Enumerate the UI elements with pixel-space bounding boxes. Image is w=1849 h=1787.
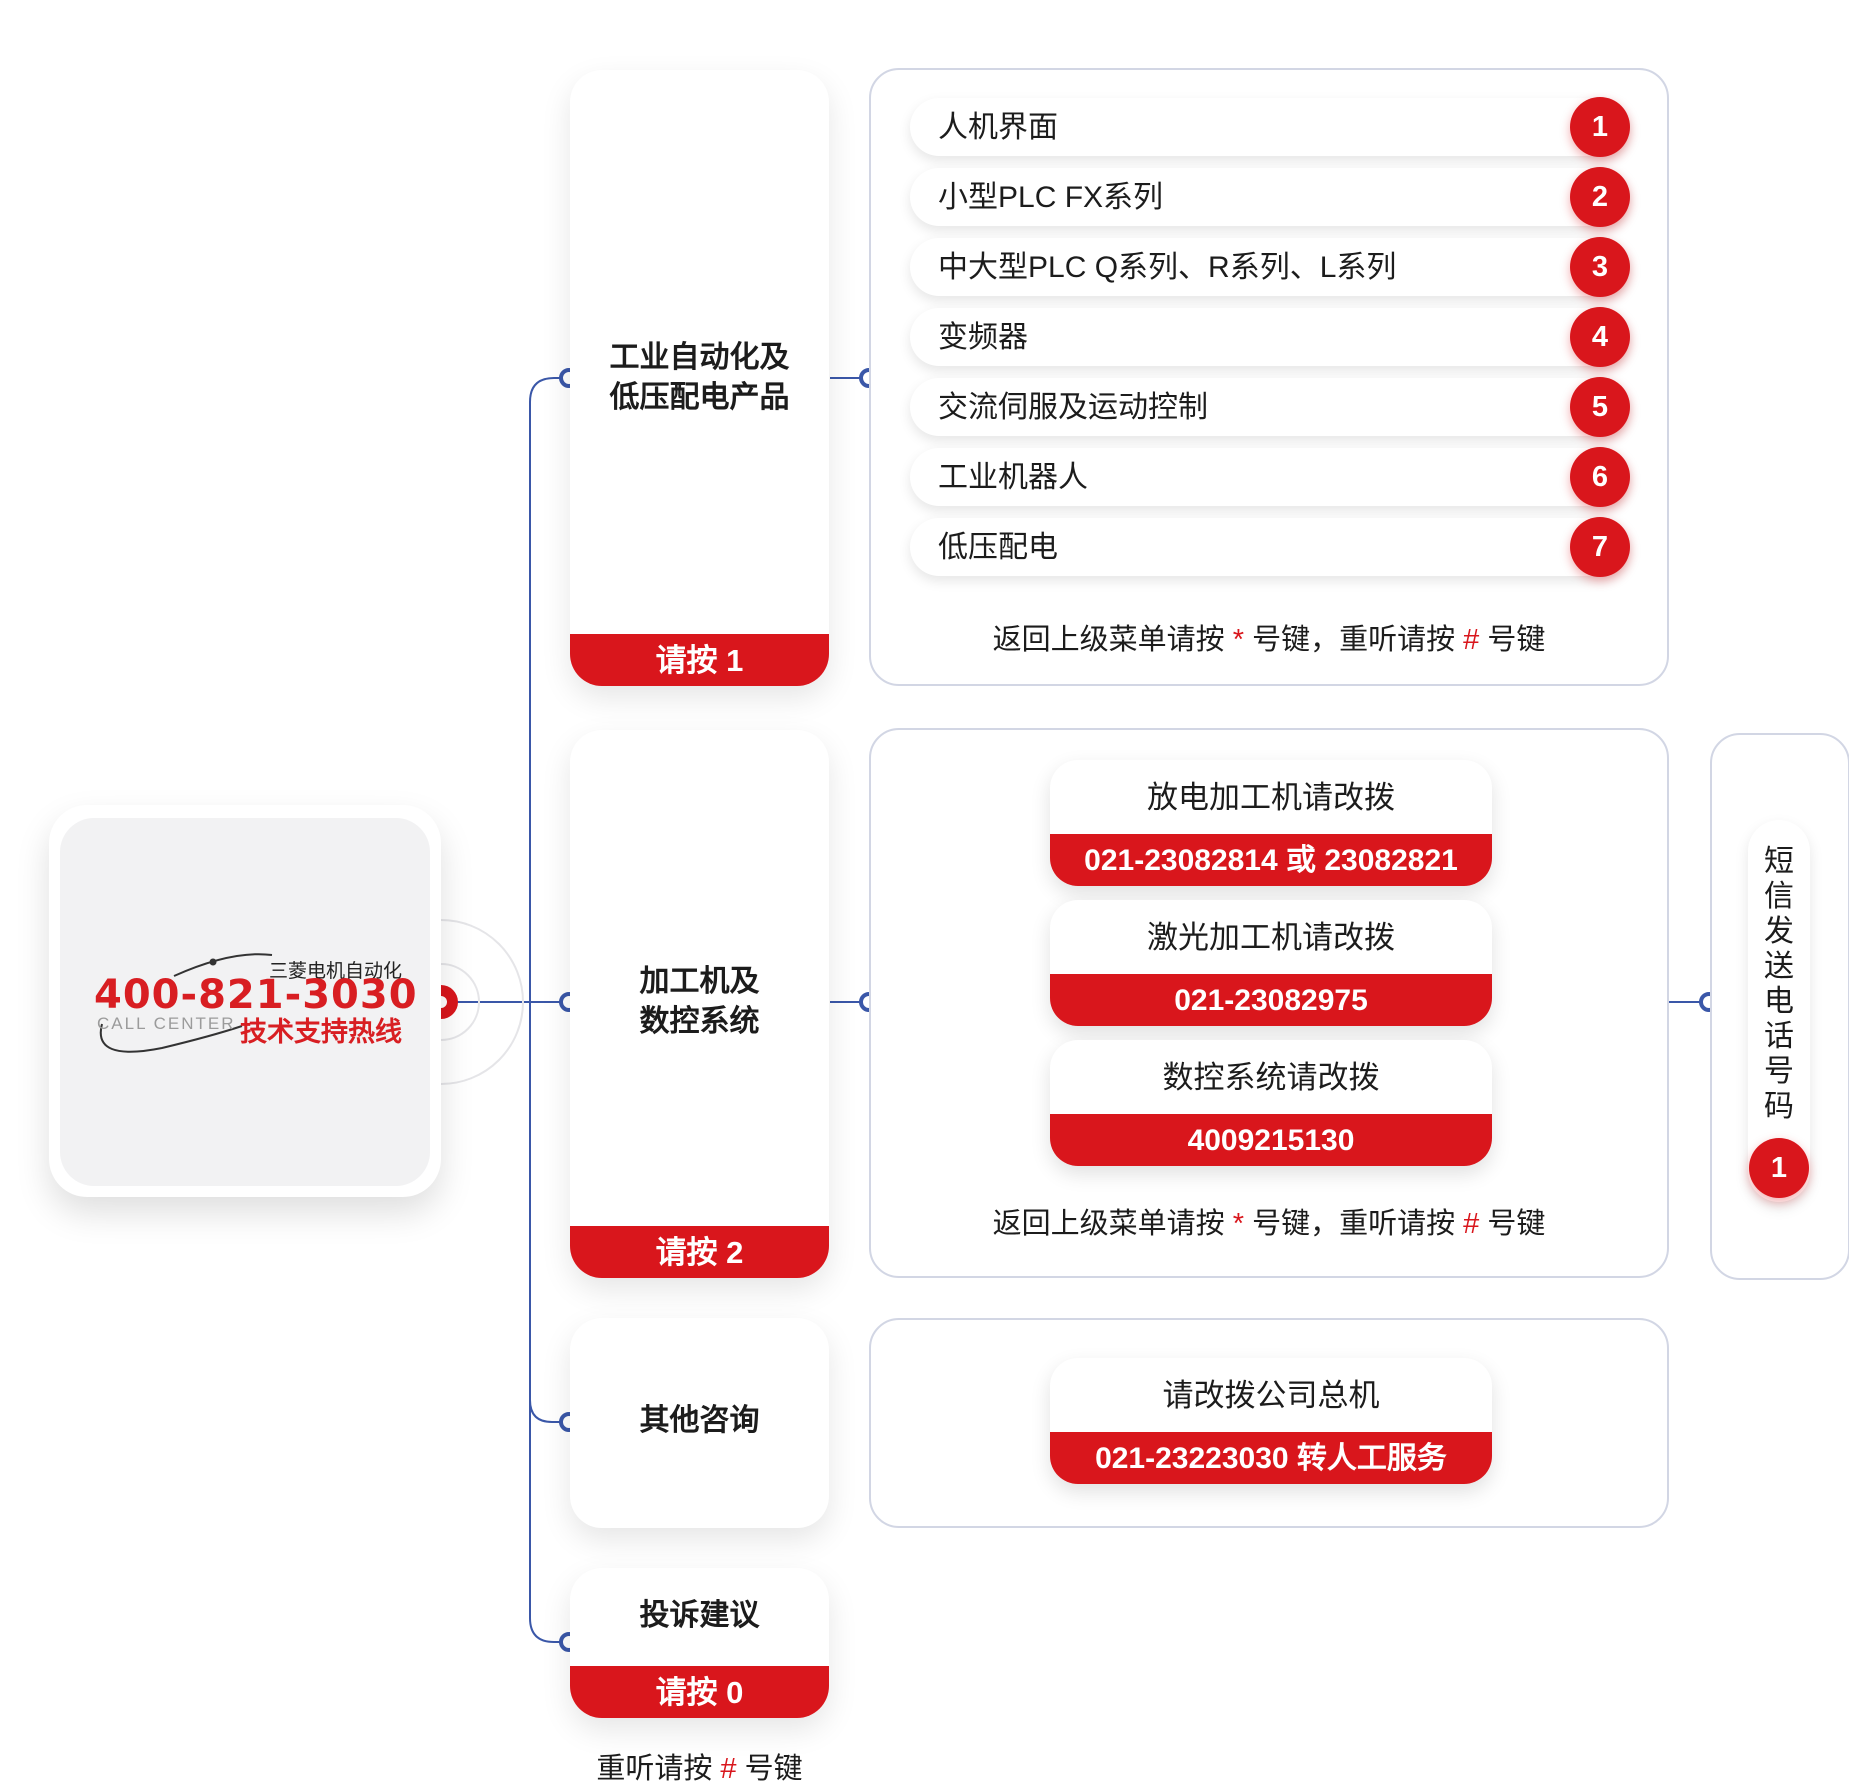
menu-item-low-voltage[interactable]: 低压配电 7 xyxy=(910,517,1630,577)
menu-item-number: 5 xyxy=(1570,377,1630,437)
menu-item-number: 2 xyxy=(1570,167,1630,227)
redial-number: 4009215130 xyxy=(1050,1114,1492,1166)
logo-call-center: CALL CENTER xyxy=(97,1014,236,1033)
category-key: 请按 1 xyxy=(570,634,829,686)
menu-item-fx-plc[interactable]: 小型PLC FX系列 2 xyxy=(910,167,1630,227)
menu-item-label: 变频器 xyxy=(938,321,1028,354)
menu-item-servo[interactable]: 交流伺服及运动控制 5 xyxy=(910,377,1630,437)
menu-item-label: 人机界面 xyxy=(938,111,1058,144)
products-hint: 返回上级菜单请按 * 号键，重听请按 # 号键 xyxy=(992,624,1546,656)
category-card-3[interactable]: 其他咨询 xyxy=(570,1318,829,1528)
footer-hint: 重听请按 # 号键 xyxy=(596,1753,803,1785)
redial-number: 021-23223030 转人工服务 xyxy=(1050,1432,1492,1484)
redial-card-laser[interactable]: 激光加工机请改拨 021-23082975 xyxy=(1050,900,1492,1026)
logo-company-name: 三菱电机自动化 xyxy=(268,961,402,982)
category-card-4[interactable]: 投诉建议 请按 0 xyxy=(570,1568,829,1718)
redial-card-edm[interactable]: 放电加工机请改拨 021-23082814 或 23082821 xyxy=(1050,760,1492,886)
category-title: 投诉建议 xyxy=(639,1599,760,1632)
category-key: 请按 2 xyxy=(570,1226,829,1278)
menu-item-label: 中大型PLC Q系列、R系列、L系列 xyxy=(938,251,1397,284)
hotline-logo: 三菱电机自动化 400-821-3030 CALL CENTER 技术支持热线 xyxy=(92,938,417,1068)
menu-item-number: 7 xyxy=(1570,517,1630,577)
menu-item-number: 3 xyxy=(1570,237,1630,297)
redial-card-cnc[interactable]: 数控系统请改拨 4009215130 xyxy=(1050,1040,1492,1166)
redial-label: 激光加工机请改拨 xyxy=(1147,920,1395,955)
menu-item-large-plc[interactable]: 中大型PLC Q系列、R系列、L系列 3 xyxy=(910,237,1630,297)
hotline-card-inner xyxy=(60,818,430,1186)
menu-item-hmi[interactable]: 人机界面 1 xyxy=(910,97,1630,157)
menu-item-inverter[interactable]: 变频器 4 xyxy=(910,307,1630,367)
menu-item-number: 1 xyxy=(1570,97,1630,157)
redial-label: 请改拨公司总机 xyxy=(1162,1378,1380,1413)
category-key: 请按 0 xyxy=(570,1666,829,1718)
redial-card-switchboard[interactable]: 请改拨公司总机 021-23223030 转人工服务 xyxy=(1050,1358,1492,1484)
menu-item-label: 交流伺服及运动控制 xyxy=(938,391,1208,424)
menu-item-number: 6 xyxy=(1570,447,1630,507)
sms-label: 短 信 发 送 电 话 号 码 xyxy=(1764,845,1794,1123)
menu-item-number: 4 xyxy=(1570,307,1630,367)
redial-label: 放电加工机请改拨 xyxy=(1147,780,1395,815)
redial-label: 数控系统请改拨 xyxy=(1162,1060,1380,1095)
menu-item-robot[interactable]: 工业机器人 6 xyxy=(910,447,1630,507)
menu-item-label: 工业机器人 xyxy=(938,461,1088,494)
sms-number: 1 xyxy=(1749,1138,1809,1198)
menu-item-label: 小型PLC FX系列 xyxy=(938,181,1164,214)
redial-number: 021-23082975 xyxy=(1050,974,1492,1026)
category-title: 工业自动化及 低压配电产品 xyxy=(609,341,790,414)
logo-hotline-title: 技术支持热线 xyxy=(240,1017,402,1047)
category-card-2[interactable]: 加工机及 数控系统 请按 2 xyxy=(570,730,829,1278)
category-title: 其他咨询 xyxy=(639,1404,760,1437)
redial-number: 021-23082814 或 23082821 xyxy=(1050,834,1492,886)
products-panel xyxy=(869,68,1669,686)
logo-swoosh-icon xyxy=(99,953,273,1053)
machining-hint: 返回上级菜单请按 * 号键，重听请按 # 号键 xyxy=(992,1208,1546,1240)
category-title: 加工机及 数控系统 xyxy=(639,965,760,1038)
hotline-number: 400-821-3030 xyxy=(94,972,418,1018)
category-card-1[interactable]: 工业自动化及 低压配电产品 请按 1 xyxy=(570,70,829,686)
menu-item-label: 低压配电 xyxy=(938,531,1058,564)
